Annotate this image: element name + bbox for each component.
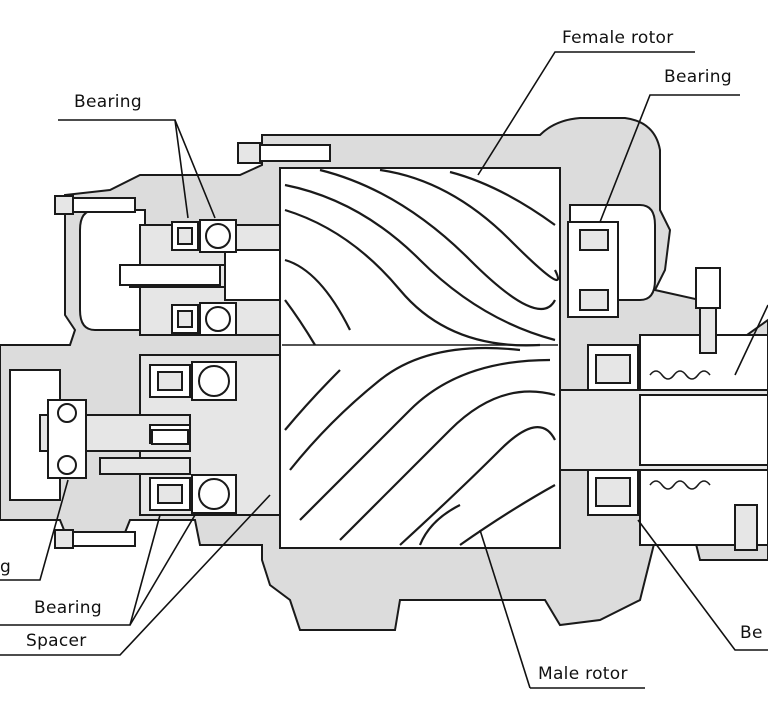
mechanical-seal: [649, 370, 711, 490]
label-female-rotor: Female rotor: [562, 28, 674, 48]
fitting-top-right: [695, 267, 721, 354]
bearing-lower-left-3: [149, 477, 191, 511]
label-bearing-left-partial: g: [0, 557, 11, 577]
bearing-far-left: [47, 399, 87, 479]
label-bearing-top-left: Bearing: [74, 92, 142, 112]
bearing-upper-left-2: [199, 219, 237, 253]
bearing-upper-left-4: [199, 302, 237, 336]
bearing-upper-left-1: [171, 221, 199, 251]
label-bearing-bottom-left: Bearing: [34, 598, 102, 618]
label-male-rotor: Male rotor: [538, 664, 628, 684]
callout-labels: Female rotor Bearing Bearing g Bearing S…: [0, 28, 763, 684]
bearing-lower-left-2: [191, 361, 237, 401]
leader-lines: [0, 51, 768, 689]
left-bearings: [47, 219, 237, 514]
bearing-upper-right: [567, 221, 619, 318]
bearing-lower-left-4: [191, 474, 237, 514]
bearing-upper-left-3: [171, 304, 199, 334]
label-spacer: Spacer: [26, 631, 87, 651]
rotors: [282, 168, 560, 546]
right-shaft-assembly: [559, 221, 768, 551]
fitting-bottom-right: [734, 504, 758, 551]
label-bearing-top-right: Bearing: [664, 67, 732, 87]
bolts: [54, 142, 331, 549]
label-bearing-bottom-right-partial: Be: [740, 623, 763, 643]
bearing-lower-left-1: [149, 364, 191, 398]
